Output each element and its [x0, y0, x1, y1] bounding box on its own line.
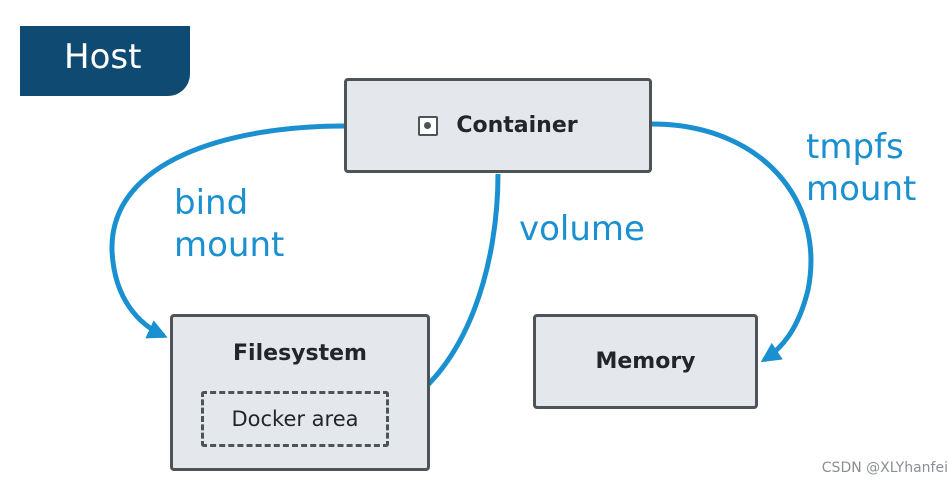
memory-box: Memory: [533, 314, 758, 409]
docker-area-label: Docker area: [231, 407, 359, 431]
host-tab: Host: [20, 26, 190, 96]
watermark: CSDN @XLYhanfei: [821, 460, 948, 476]
bind-mount-label-line2: mount: [174, 225, 285, 265]
tmpfs-mount-label: tmpfs mount: [806, 126, 916, 210]
container-label: Container: [456, 113, 578, 138]
container-box: Container: [344, 78, 652, 173]
docker-area-box: Docker area: [201, 391, 389, 447]
tmpfs-mount-label-line1: tmpfs: [806, 127, 904, 167]
bind-mount-label-line1: bind: [174, 183, 249, 223]
bind-mount-arrow: [109, 123, 345, 339]
host-label: Host: [64, 37, 142, 77]
tmpfs-mount-label-line2: mount: [806, 169, 917, 209]
bind-mount-label: bind mount: [174, 182, 284, 266]
tmpfs-mount-arrow: [651, 121, 814, 363]
memory-label: Memory: [595, 349, 696, 374]
filesystem-label: Filesystem: [233, 341, 367, 366]
volume-label: volume: [519, 209, 645, 249]
container-icon: [418, 115, 439, 136]
filesystem-box: Filesystem Docker area: [170, 314, 430, 471]
